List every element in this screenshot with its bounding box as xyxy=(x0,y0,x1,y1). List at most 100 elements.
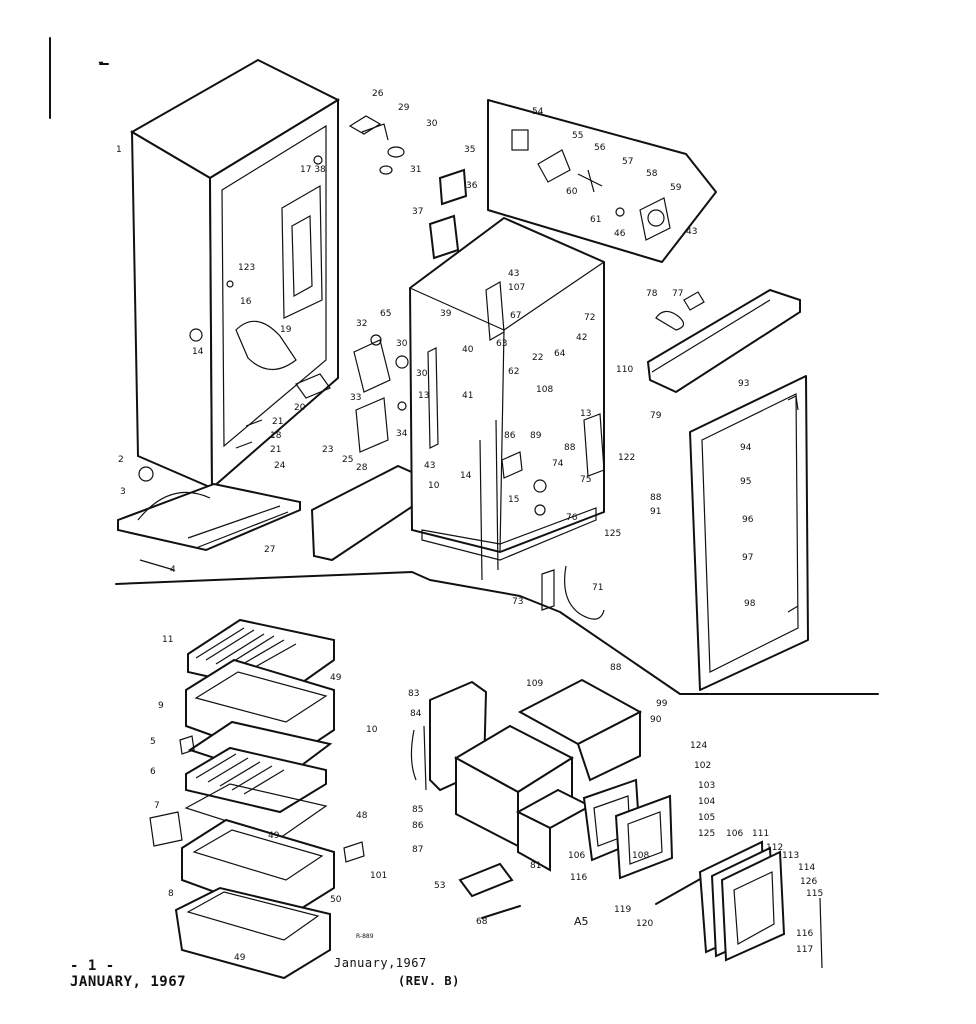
callout-124: 124 xyxy=(690,741,708,751)
callout-30a: 30 xyxy=(426,119,438,129)
callout-108b: 108 xyxy=(632,851,650,861)
inner-liner xyxy=(408,216,605,620)
callout-53: 53 xyxy=(434,881,446,891)
callout-84: 84 xyxy=(410,709,422,719)
callout-88b: 88 xyxy=(650,493,662,503)
callout-5: 5 xyxy=(150,737,156,747)
callout-109: 109 xyxy=(526,679,544,689)
issue-date: JANUARY, 1967 xyxy=(70,974,187,990)
callout-119: 119 xyxy=(614,905,632,915)
callout-85: 85 xyxy=(412,805,424,815)
shelf-channel xyxy=(646,288,801,394)
bracket-37 xyxy=(428,214,460,260)
callout-81: 81 xyxy=(530,861,542,871)
callout-10: 10 xyxy=(428,481,440,491)
callout-10b: 10 xyxy=(366,725,378,735)
callout-91: 91 xyxy=(650,507,662,517)
callout-21a: 21 xyxy=(272,417,284,427)
callout-96: 96 xyxy=(742,515,754,525)
callout-93: 93 xyxy=(738,379,750,389)
callout-13b: 13 xyxy=(580,409,592,419)
callout-67: 67 xyxy=(510,311,522,321)
callout-16: 16 xyxy=(240,297,252,307)
callout-116b: 116 xyxy=(570,873,588,883)
callout-55: 55 xyxy=(572,131,584,141)
callout-14a: 14 xyxy=(192,347,204,357)
callout-77: 77 xyxy=(672,289,684,299)
callout-19: 19 xyxy=(280,325,292,335)
callout-32: 32 xyxy=(356,319,368,329)
callout-86: 86 xyxy=(504,431,516,441)
callout-117: 117 xyxy=(796,945,814,955)
callout-106b: 106 xyxy=(568,851,586,861)
callout-110: 110 xyxy=(616,365,634,375)
callout-21b: 21 xyxy=(270,445,282,455)
callout-113: 113 xyxy=(782,851,800,861)
callout-18: 18 xyxy=(270,431,282,441)
callout-27: 27 xyxy=(264,545,276,555)
callout-97: 97 xyxy=(742,553,754,563)
callout-59: 59 xyxy=(670,183,682,193)
callout-94: 94 xyxy=(740,443,752,453)
revision-label: (REV. B) xyxy=(398,974,460,988)
callout-35: 35 xyxy=(464,145,476,155)
callout-57: 57 xyxy=(622,157,634,167)
callout-101: 101 xyxy=(370,871,388,881)
callout-71: 71 xyxy=(592,583,604,593)
callout-23: 23 xyxy=(322,445,334,455)
callout-120: 120 xyxy=(636,919,654,929)
callout-11: 11 xyxy=(162,635,174,645)
callout-28: 28 xyxy=(356,463,368,473)
callout-17-38: 17 38 xyxy=(300,165,326,175)
callout-73: 73 xyxy=(512,597,524,607)
callout-54: 54 xyxy=(532,107,544,117)
callout-125b: 125 xyxy=(698,829,716,839)
callout-20: 20 xyxy=(294,403,306,413)
callout-49a: 49 xyxy=(330,673,342,683)
callout-9: 9 xyxy=(158,701,164,711)
hinge-parts xyxy=(235,115,409,453)
callout-112: 112 xyxy=(766,843,784,853)
callout-43c: 43 xyxy=(424,461,436,471)
breaker-strip xyxy=(310,464,417,562)
callout-123: 123 xyxy=(238,263,256,273)
callout-115: 115 xyxy=(806,889,824,899)
callout-6: 6 xyxy=(150,767,156,777)
callout-a5: A5 xyxy=(574,915,589,928)
callout-24: 24 xyxy=(274,461,286,471)
callout-36: 36 xyxy=(466,181,478,191)
callout-56: 56 xyxy=(594,143,606,153)
callout-105: 105 xyxy=(698,813,716,823)
callout-116: 116 xyxy=(796,929,814,939)
callout-2: 2 xyxy=(118,455,124,465)
callout-64: 64 xyxy=(554,349,566,359)
callout-90: 90 xyxy=(650,715,662,725)
callout-89: 89 xyxy=(530,431,542,441)
callout-46: 46 xyxy=(614,229,626,239)
callout-87: 87 xyxy=(412,845,424,855)
callout-25: 25 xyxy=(342,455,354,465)
callout-107: 107 xyxy=(508,283,526,293)
callout-95: 95 xyxy=(740,477,752,487)
callout-72: 72 xyxy=(584,313,596,323)
callout-114: 114 xyxy=(798,863,816,873)
callout-74: 74 xyxy=(552,459,564,469)
callout-41: 41 xyxy=(462,391,474,401)
revision-date: January,1967 xyxy=(334,956,427,970)
callout-37: 37 xyxy=(412,207,424,217)
callout-126: 126 xyxy=(800,877,818,887)
callout-26: 26 xyxy=(372,89,384,99)
callout-78: 78 xyxy=(646,289,658,299)
callout-58: 58 xyxy=(646,169,658,179)
callout-34: 34 xyxy=(396,429,408,439)
door-panels xyxy=(698,840,823,969)
callout-75: 75 xyxy=(580,475,592,485)
callout-79: 79 xyxy=(650,411,662,421)
callout-104: 104 xyxy=(698,797,716,807)
callout-111: 111 xyxy=(752,829,770,839)
figure-mark: R-889 xyxy=(356,933,374,940)
callout-108a: 108 xyxy=(536,385,554,395)
crisper-stack xyxy=(149,618,365,980)
control-box xyxy=(487,99,717,263)
callout-14b: 14 xyxy=(460,471,472,481)
